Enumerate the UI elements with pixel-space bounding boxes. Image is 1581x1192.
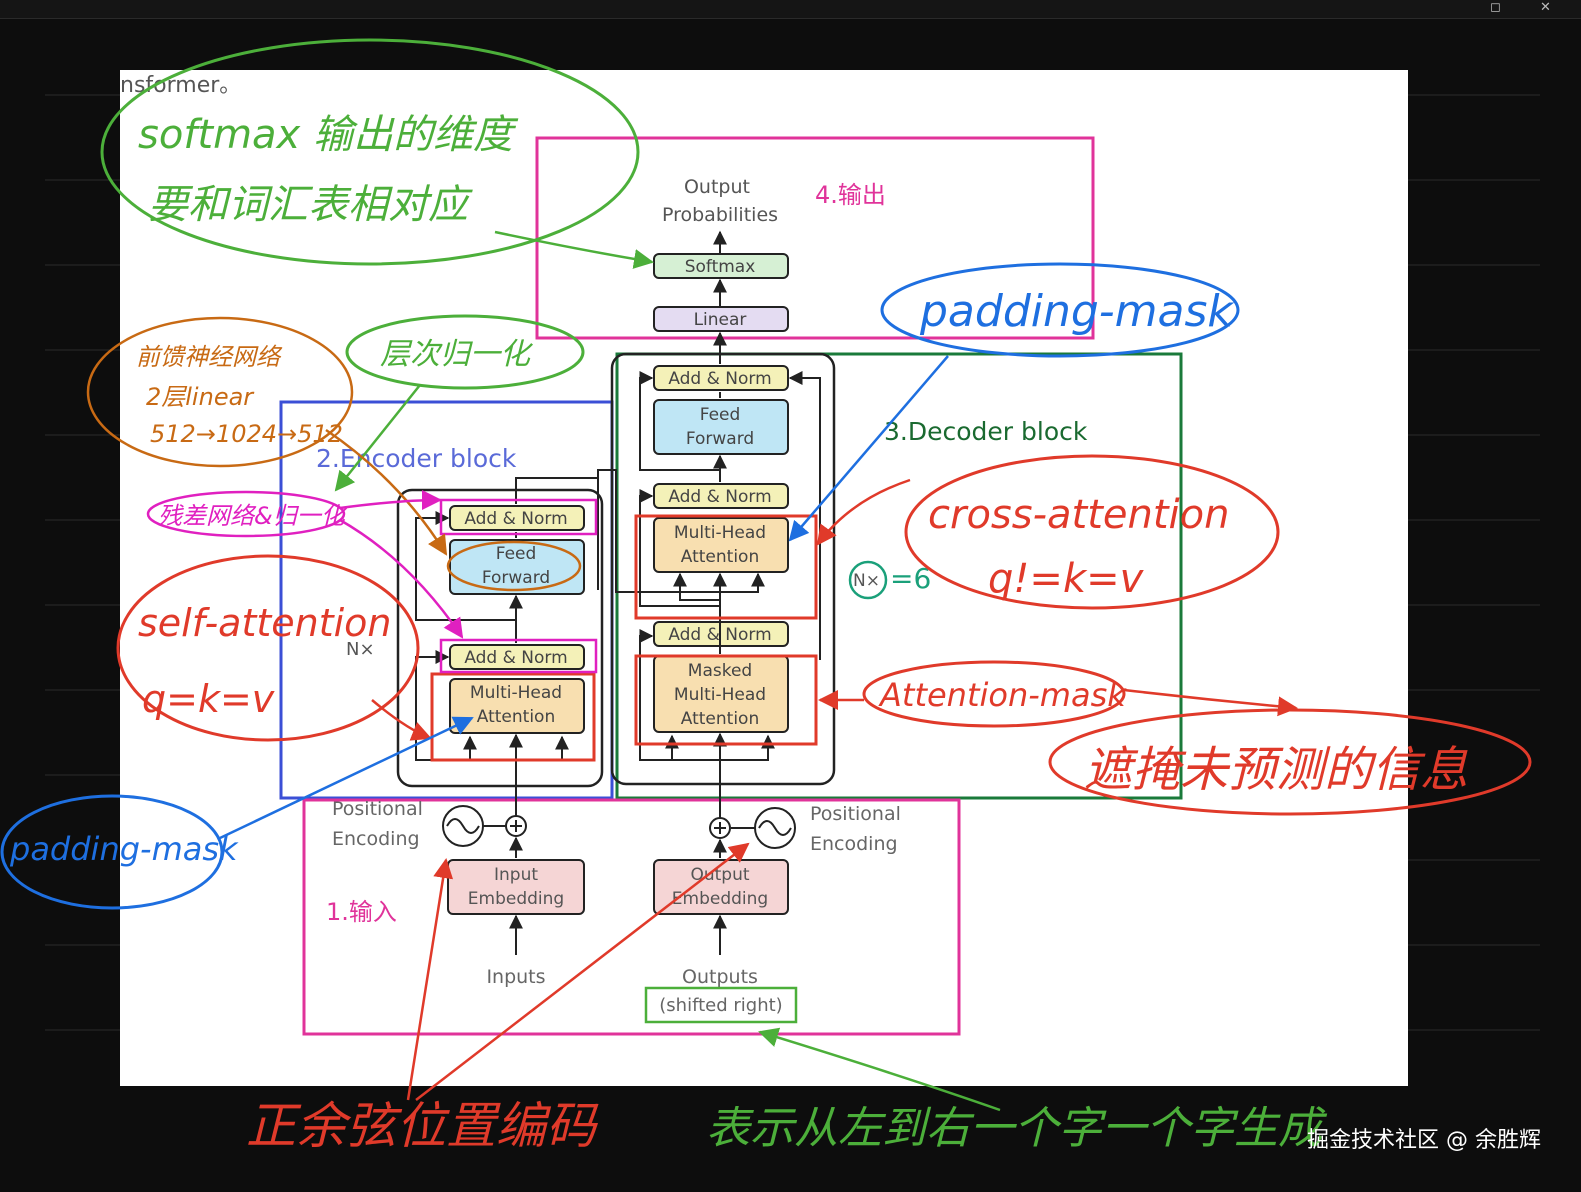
input-section-label: 1.输入: [326, 898, 397, 926]
decoder-masked-highlight: [634, 654, 818, 746]
decoder-nx-label: N×: [853, 571, 880, 591]
encoder-section-label: 2.Encoder block: [316, 444, 517, 473]
decoder-add-norm-mid-label: Add & Norm: [668, 487, 771, 507]
output-embedding-block: [653, 859, 789, 915]
residual-ellipse: [146, 490, 346, 538]
ffn-note-ellipse: [86, 316, 354, 468]
padding-mask-left-ellipse: [0, 794, 224, 910]
cross-attention-ellipse: [904, 454, 1280, 610]
shifted-right-label: (shifted right): [659, 995, 782, 1016]
encoder-add-norm-bottom-label: Add & Norm: [464, 648, 567, 668]
mask-future-ellipse: [1048, 708, 1532, 816]
decoder-add-norm-mid: [653, 483, 789, 509]
encoder-add-norm-top-label: Add & Norm: [464, 509, 567, 529]
attention-mask-text: Attention-mask: [878, 676, 1127, 714]
window-titlebar: ◻ ✕: [0, 0, 1581, 19]
encoder-add-norm-bottom: [449, 644, 585, 670]
encoder-self-attention: [449, 678, 585, 734]
layer-norm-text: 层次归一化: [380, 337, 534, 372]
decoder-add-norm-top: [653, 365, 789, 391]
self-attention-ellipse: [116, 554, 420, 742]
close-icon[interactable]: ✕: [1540, 0, 1551, 15]
softmax-note-ellipse: [100, 38, 640, 266]
output-section-label: 4.输出: [815, 181, 886, 209]
softmax-block: [653, 253, 789, 279]
encoder-addnorm-bottom-highlight: [439, 638, 598, 674]
inputs-label: Inputs: [486, 966, 545, 988]
output-section-box: [535, 136, 1095, 340]
watermark: 掘金技术社区 @ 余胜辉: [1307, 1128, 1541, 1153]
input-section-box: [302, 798, 961, 1036]
residual-text: 残差网络&归一化: [158, 502, 348, 530]
self-attention-text: self-attention q=k=v: [138, 601, 404, 721]
layer-norm-ellipse: [345, 314, 585, 390]
padding-mask-top-text: padding-mask: [919, 286, 1234, 337]
encoder-attn-highlight: [430, 672, 596, 762]
decoder-feed-forward: [653, 399, 789, 455]
decoder-stack-frame: [610, 352, 836, 786]
output-probabilities-label: Output Probabilities: [662, 176, 778, 226]
background-lines: [45, 94, 1540, 1031]
input-embedding-block: [447, 859, 585, 915]
softmax-note-text: softmax 输出的维度 要和词汇表相对应: [138, 112, 526, 228]
n-eq-6: =6: [890, 562, 931, 595]
linear-block: [653, 306, 789, 332]
decoder-cross-attention: [653, 517, 789, 573]
left-to-right-text: 表示从左到右一个字一个字生成: [706, 1103, 1328, 1154]
encoder-feed-forward: [449, 539, 585, 595]
softmax-label: Softmax: [685, 257, 756, 277]
shifted-right-box: [644, 986, 798, 1024]
outputs-label: Outputs: [682, 966, 758, 988]
decoder-add-norm-top-label: Add & Norm: [668, 369, 771, 389]
encoder-nx-label: N×: [346, 639, 375, 660]
ffn-note-text: 前馈神经网络 2层linear 512→1024→512: [136, 343, 343, 448]
decoder-section-label: 3.Decoder block: [884, 417, 1088, 446]
encoder-add-norm-top: [449, 505, 585, 531]
padding-mask-left-text: padding-mask: [9, 830, 239, 868]
encoder-addnorm-top-highlight: [439, 498, 598, 536]
nx-circle: [848, 560, 888, 600]
restore-icon[interactable]: ◻: [1490, 0, 1501, 15]
decoder-cross-highlight: [634, 514, 818, 620]
padding-mask-top-ellipse: [880, 262, 1240, 358]
sinusoid-pe-text: 正余弦位置编码: [246, 1097, 599, 1155]
attention-mask-ellipse: [862, 660, 1126, 728]
cross-attention-text: cross-attention q!=k=v: [928, 492, 1242, 602]
encoder-stack-frame: [396, 488, 604, 788]
ffn-highlight: [446, 540, 582, 592]
mask-future-text: 遮掩未预测的信息: [1084, 742, 1468, 798]
linear-label: Linear: [694, 310, 747, 330]
